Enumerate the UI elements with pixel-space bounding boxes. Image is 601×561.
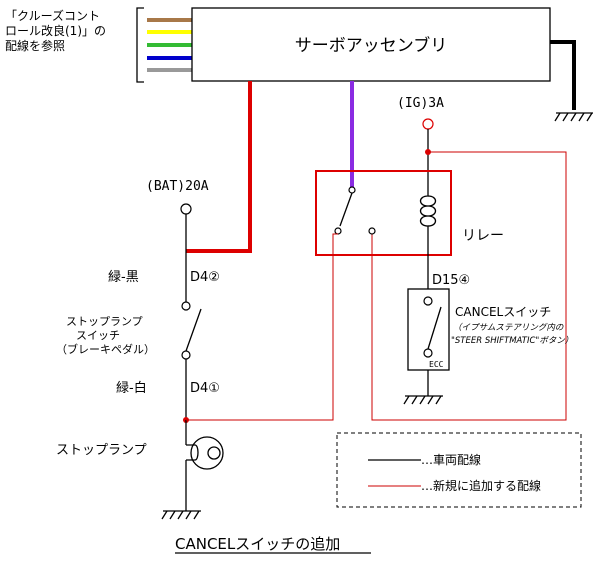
- diagram-caption: CANCELスイッチの追加: [175, 535, 340, 553]
- servo-ground-icon: [554, 112, 593, 122]
- servo-power-wire: [186, 81, 252, 253]
- relay-coil: [419, 186, 429, 236]
- stop-switch-contact: [185, 308, 202, 352]
- relay-label: リレー: [462, 228, 504, 244]
- stop-switch-terminal-bottom: [181, 350, 191, 360]
- legend-new-label: …新規に追加する配線: [421, 478, 541, 493]
- stop-switch-line1: ストップランプ: [66, 315, 143, 328]
- relay-no-terminal: [368, 227, 376, 235]
- ig-fuse-terminal: [422, 118, 434, 130]
- servo-assembly-label: サーボアッセンブリ: [295, 35, 448, 56]
- servo-ground-wire: [550, 40, 576, 110]
- bat-fuse-label: (BAT)20A: [146, 179, 209, 194]
- connector-label-d4-2: D4②: [190, 270, 220, 285]
- cancel-switch-contact: [427, 306, 442, 350]
- stop-lamp-label: ストップランプ: [56, 443, 147, 458]
- stop-lamp-ground-icon: [161, 510, 201, 520]
- harness-note-line1: 「クルーズコント: [5, 8, 100, 23]
- relay-box: [315, 170, 452, 256]
- stop-switch-terminal-top: [181, 301, 191, 311]
- relay-common-terminal: [348, 186, 356, 194]
- relay-switch-contact: [339, 192, 353, 227]
- legend-vehicle-label: …車両配線: [421, 452, 481, 467]
- harness-wires: [147, 18, 192, 72]
- bat-fuse-terminal: [180, 203, 192, 215]
- harness-bracket: [136, 7, 144, 83]
- cancel-switch-terminal-bottom: [423, 348, 433, 358]
- cancel-ground-icon: [403, 395, 443, 405]
- harness-note: 「クルーズコント ロール改良(1)」の 配線を参照: [5, 8, 106, 53]
- harness-note-line3: 配線を参照: [5, 38, 65, 53]
- servo-assembly-box: [191, 7, 551, 82]
- stop-switch-line3: （ブレーキペダル）: [56, 342, 155, 356]
- cancel-switch-terminal-top: [423, 296, 433, 306]
- connector-label-d15-4: D15④: [432, 273, 470, 288]
- stop-switch-line2: スイッチ: [76, 329, 120, 342]
- stop-switch-note: ストップランプ スイッチ （ブレーキペダル）: [56, 315, 155, 356]
- harness-note-line2: ロール改良(1)」の: [5, 23, 106, 38]
- stop-lamp-filament: [186, 444, 199, 461]
- legend-box: [336, 432, 582, 508]
- stop-lamp-icon: [190, 436, 224, 470]
- relay-nc-terminal: [334, 227, 342, 235]
- connector-label-d4-1: D4①: [190, 381, 220, 396]
- wire-label-green-white: 緑-白: [116, 380, 147, 396]
- cancel-note-line1: （イプサムステアリング内の: [453, 322, 564, 333]
- ig-fuse-label: (IG)3A: [397, 96, 444, 111]
- cancel-switch-label: CANCELスイッチ: [455, 305, 551, 319]
- wire-label-green-black: 緑-黒: [108, 270, 139, 285]
- new-wire-ig-to-relay-no: [371, 151, 567, 421]
- ecc-label: ECC: [429, 360, 444, 369]
- new-wire-relay-to-stop-lamp: [186, 233, 338, 421]
- cancel-note-line2: "STEER SHIFTMATIC"ボタン）: [451, 335, 573, 346]
